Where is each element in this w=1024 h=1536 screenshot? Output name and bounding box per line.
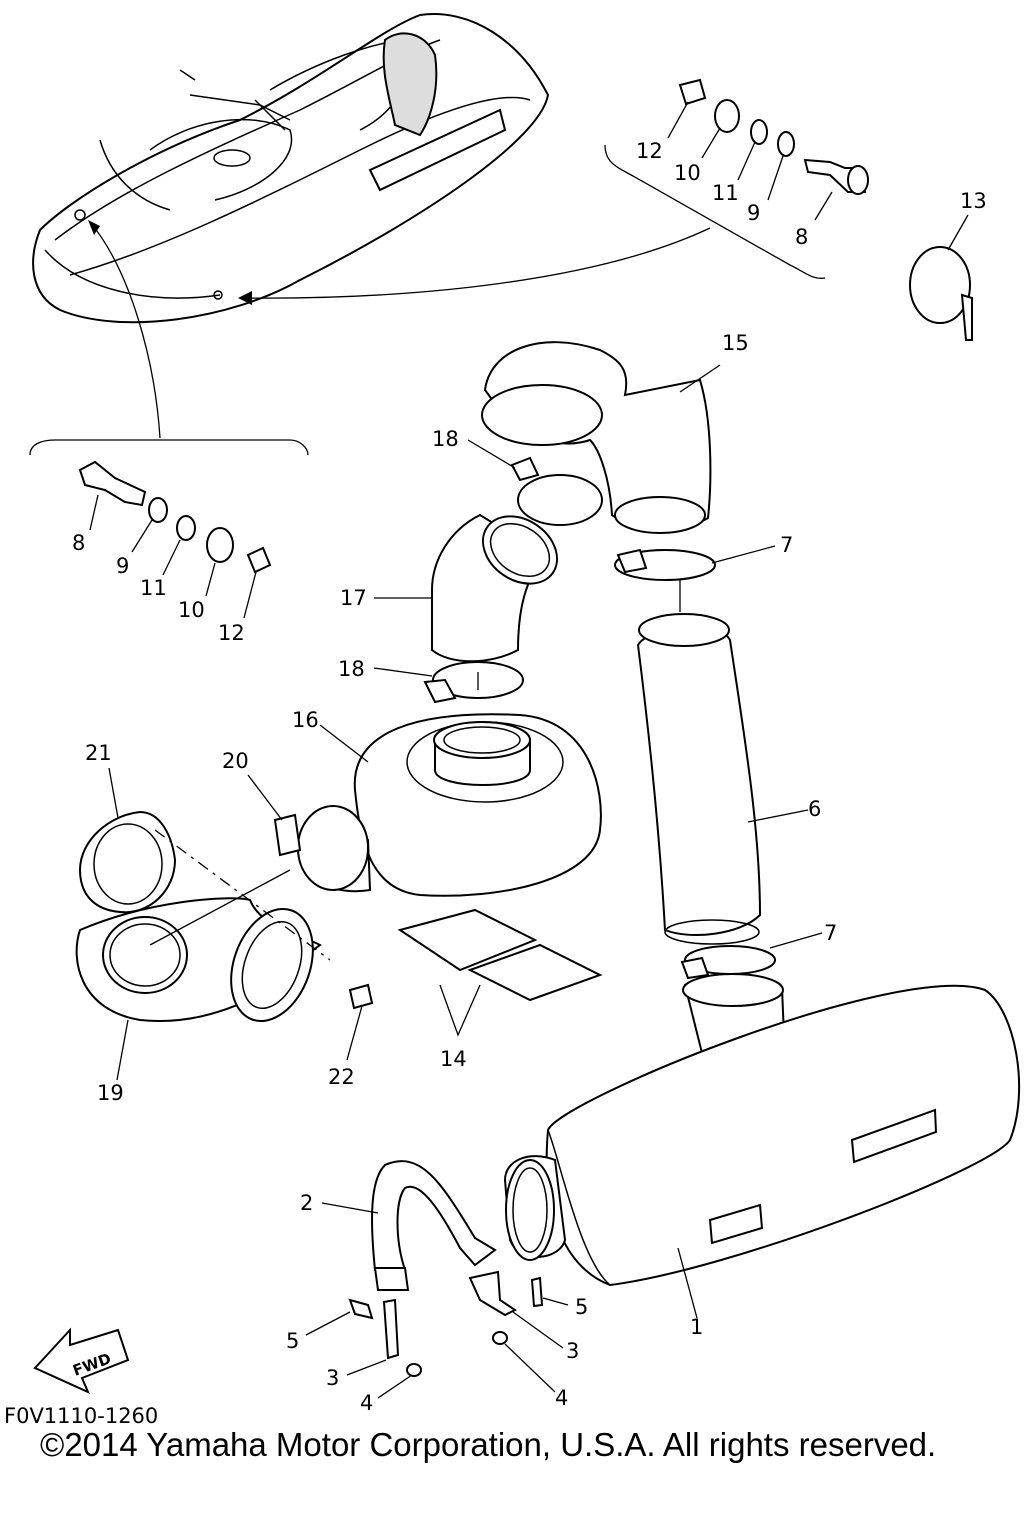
elbow-hose-small	[431, 513, 559, 663]
bolt	[348, 983, 374, 1010]
callout-18-upper: 18	[432, 427, 459, 451]
fitting-set-rear	[678, 78, 869, 195]
gasket-ring	[78, 810, 177, 914]
hose-clamp-part	[678, 78, 707, 106]
elbow-hose-large	[481, 341, 712, 534]
leader-lines	[89, 101, 969, 1399]
arrow-to-rear-fitting	[239, 227, 711, 299]
callout-7-lower: 7	[824, 921, 837, 945]
callout-11-left: 11	[140, 576, 167, 600]
brackets-and-fasteners	[348, 1270, 544, 1377]
callout-16: 16	[292, 708, 319, 732]
strap-clamp	[909, 246, 973, 341]
callout-14: 14	[440, 1047, 467, 1071]
callout-18-lower: 18	[338, 657, 365, 681]
callout-4-right: 4	[555, 1386, 568, 1410]
straight-hose	[636, 613, 762, 945]
arrow-to-front-fitting	[89, 221, 161, 439]
callout-10: 10	[674, 161, 701, 185]
callout-13: 13	[960, 189, 987, 213]
callout-8-left: 8	[72, 531, 85, 555]
callout-12-left: 12	[218, 621, 245, 645]
callout-numbers: 12 10 11 9 8 13 15 18 7 8 9 11 10 12 17 …	[72, 139, 987, 1415]
callout-5-left: 5	[286, 1329, 299, 1353]
hose-clamp-20	[273, 813, 302, 857]
callout-9: 9	[747, 201, 760, 225]
callout-8: 8	[795, 225, 808, 249]
callout-7-upper: 7	[780, 533, 793, 557]
hose-clamp-7-upper	[614, 548, 716, 612]
watercraft-illustration	[32, 13, 550, 324]
water-lock-box	[297, 713, 602, 897]
figure-reference-code: F0V1110-1260	[4, 1404, 159, 1428]
band-strap	[371, 1160, 497, 1291]
bracket-upper-right	[604, 144, 826, 279]
callout-19: 19	[97, 1081, 124, 1105]
callout-17: 17	[340, 586, 367, 610]
copyright-notice: ©2014 Yamaha Motor Corporation, U.S.A. A…	[40, 1426, 937, 1463]
pads	[397, 908, 603, 1037]
callout-1: 1	[690, 1315, 703, 1339]
fitting-set-front	[78, 460, 272, 574]
callout-22: 22	[328, 1065, 355, 1089]
callout-11: 11	[712, 181, 739, 205]
callout-21: 21	[85, 741, 112, 765]
hose-clamp-upper	[510, 456, 603, 526]
callout-10-left: 10	[178, 598, 205, 622]
callout-5-right: 5	[575, 1295, 588, 1319]
forward-arrow-icon: FWD	[33, 1327, 130, 1394]
hose-clamp-lower	[423, 661, 524, 738]
callout-3-left: 3	[326, 1366, 339, 1390]
muffler-body	[503, 973, 1021, 1287]
callout-9-left: 9	[116, 554, 129, 578]
bracket-left	[29, 439, 309, 456]
callout-12: 12	[636, 139, 663, 163]
callout-4-left: 4	[360, 1391, 373, 1415]
callout-3-right: 3	[566, 1339, 579, 1363]
callout-20: 20	[222, 749, 249, 773]
callout-15: 15	[722, 331, 749, 355]
callout-2: 2	[300, 1191, 313, 1215]
callout-6: 6	[808, 797, 821, 821]
